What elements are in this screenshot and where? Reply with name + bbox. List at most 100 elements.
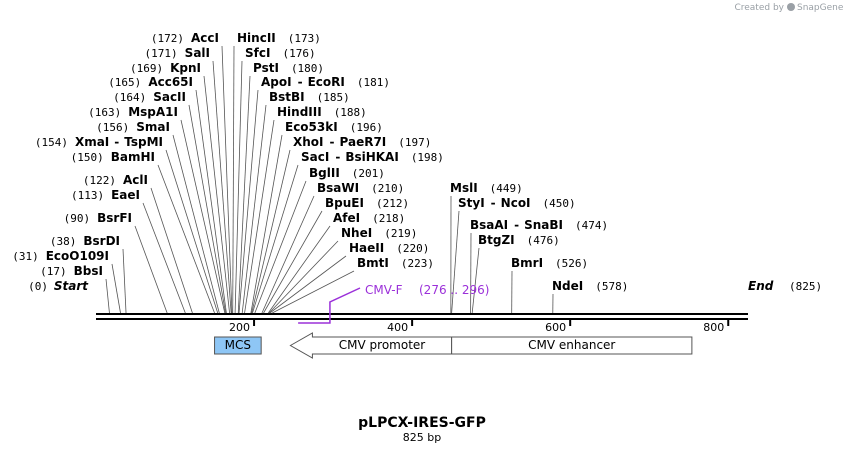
site-name: XhoI (293, 135, 324, 149)
site-leader-line (251, 149, 291, 314)
site-name-2: NcoI (501, 196, 531, 210)
site-leader-line (111, 263, 121, 314)
site-saci: SacI-BsiHKAI(198) (252, 150, 444, 314)
site-name: SmaI (136, 120, 170, 134)
ruler-tick-label: 600 (545, 321, 566, 334)
site-leader-line (203, 75, 230, 314)
primer-name: CMV-F (365, 283, 403, 297)
site-name: BmtI (357, 256, 389, 270)
site-bpuei: BpuEI(212) (263, 196, 409, 314)
site-acc65i: Acc65I(165) (108, 75, 227, 314)
site-name: BmrI (511, 256, 543, 270)
site-bmti: BmtI (223) (272, 256, 434, 314)
site-separator: - (330, 135, 335, 149)
site-leader-line (234, 60, 243, 314)
site-name: BstBI (269, 90, 305, 104)
site-name: StyI (458, 196, 485, 210)
plasmid-length: 825 bp (403, 431, 441, 444)
site-msli: MslI (449) (450, 181, 523, 314)
site-bsaai: BsaAI-SnaBI(474) (470, 218, 608, 314)
end-label: End (748, 279, 774, 293)
primer-arrow (298, 287, 361, 324)
site-number: (474) (575, 219, 608, 232)
site-number: (17) (40, 265, 67, 278)
site-name: XmaI (75, 135, 109, 149)
start-number: (0) (28, 280, 48, 293)
site-haeii: HaeII(220) (269, 241, 429, 314)
site-name: BglII (309, 166, 340, 180)
site-name: NheI (341, 226, 372, 240)
site-kpni: KpnI(169) (130, 61, 230, 314)
site-acci: AccI(172) (151, 31, 233, 314)
site-number: (150) (71, 151, 104, 164)
site-leader-line (195, 89, 227, 314)
site-leader-line (244, 119, 275, 314)
site-start: Start (0) (28, 279, 89, 293)
snapgene-brand-text: SnapGene (797, 3, 844, 13)
site-leader-line (172, 134, 220, 314)
feature-shape (214, 336, 262, 355)
site-number: (164) (113, 91, 146, 104)
site-afei: AfeI(218) (267, 211, 405, 314)
feature-label: MCS (225, 338, 251, 352)
site-xmai: TspMI-XmaI(154) (35, 135, 219, 314)
site-bamhi: BamHI(150) (71, 150, 215, 314)
site-name: AclI (123, 173, 148, 187)
site-number: (210) (371, 182, 404, 195)
site-number: (197) (398, 136, 431, 149)
ruler-tick-label: 200 (229, 321, 250, 334)
site-name-2: TspMI (124, 135, 163, 149)
site-end: End(825) (748, 279, 822, 293)
site-hindiii: HindIII(188) (244, 105, 367, 314)
site-name: AfeI (333, 211, 360, 225)
site-sfci: SfcI(176) (234, 46, 316, 314)
site-separator: - (491, 196, 496, 210)
site-number: (172) (151, 32, 184, 45)
site-number: (188) (334, 106, 367, 119)
site-number: (450) (543, 197, 576, 210)
site-sacii: SacII(164) (113, 90, 227, 314)
site-bbsi: BbsI(17) (40, 264, 110, 314)
site-number: (180) (291, 62, 324, 75)
site-leader-line (142, 202, 186, 314)
feature-label: CMV enhancer (528, 338, 615, 352)
site-number: (196) (350, 121, 383, 134)
site-leader-line (157, 164, 215, 314)
feature-mcs: MCS (214, 336, 262, 355)
site-number: (156) (96, 121, 129, 134)
site-number: (219) (384, 227, 417, 240)
site-sali: SalI(171) (145, 46, 232, 314)
site-name-2: SnaBI (524, 218, 563, 232)
site-leader-line (250, 134, 283, 314)
site-name: Eco53kI (285, 120, 338, 134)
feature-cmv-enhancer: CMV enhancer (451, 336, 693, 355)
site-name: SacI (301, 150, 329, 164)
site-name: SalI (185, 46, 210, 60)
feature-cmv-promoter: CMV promoter (289, 332, 453, 359)
site-name: MspA1I (128, 105, 178, 119)
site-name: BsaAI (470, 218, 508, 232)
site-separator: - (114, 135, 119, 149)
site-mspa1i: MspA1I(163) (88, 105, 226, 314)
site-eaei: EaeI(113) (71, 188, 186, 314)
start-label: Start (54, 279, 89, 293)
site-leader-line (272, 270, 355, 314)
site-name: MslI (450, 181, 478, 195)
site-number: (113) (71, 189, 104, 202)
site-name: NdeI (552, 279, 583, 293)
site-bsrdi: BsrDI (38) (50, 234, 127, 314)
site-number: (223) (401, 257, 434, 270)
site-name: BsrDI (83, 234, 120, 248)
site-bglii: BglII(201) (254, 166, 385, 314)
site-ndei: NdeI(578) (552, 279, 628, 314)
site-number: (38) (50, 235, 77, 248)
site-number: (449) (490, 182, 523, 195)
site-eco53ki: Eco53kI (196) (250, 120, 383, 314)
site-btgzi: BtgZI(476) (471, 233, 560, 314)
site-name: Acc65I (148, 75, 193, 89)
ruler-tick: 800 (703, 319, 730, 334)
plasmid-name: pLPCX-IRES-GFP (358, 415, 486, 431)
site-name: ApoI (261, 75, 292, 89)
site-leader-line (221, 45, 233, 314)
